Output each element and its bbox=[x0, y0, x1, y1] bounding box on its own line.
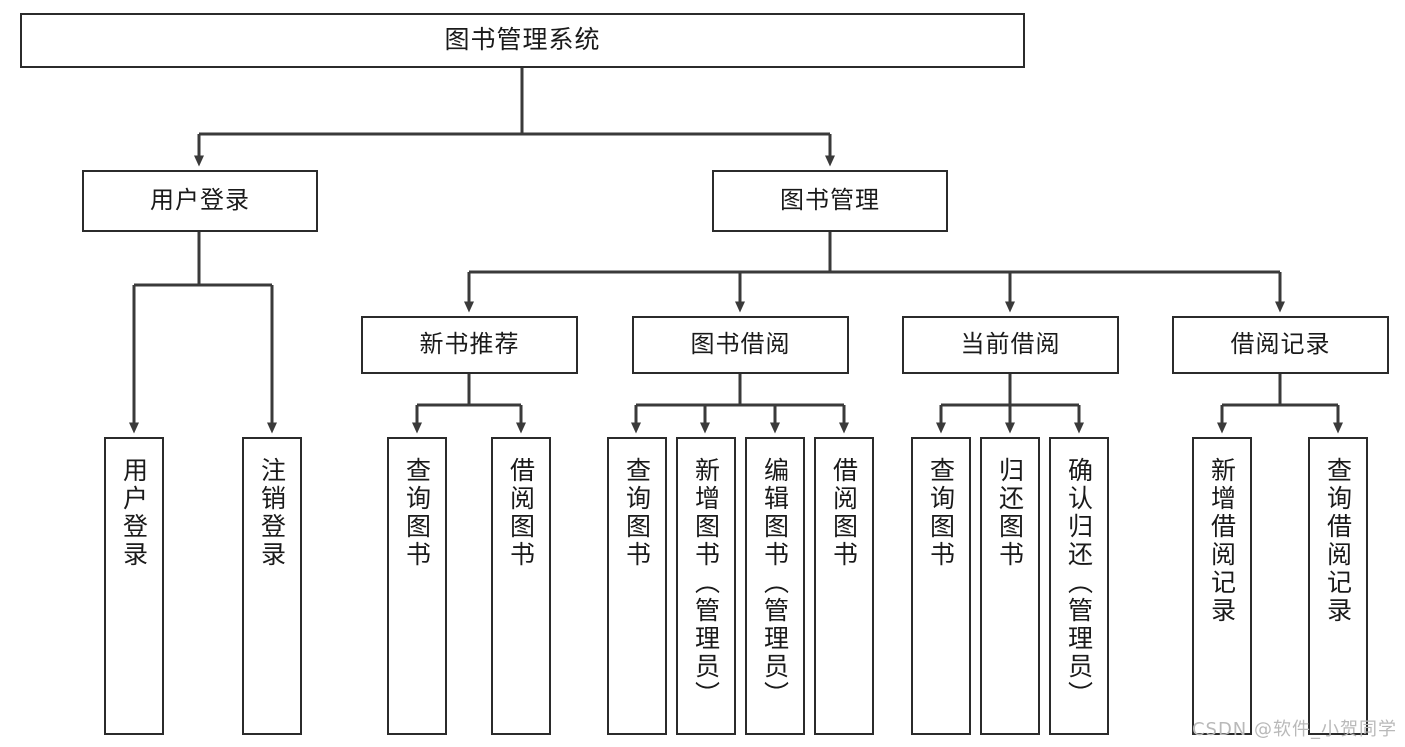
leaf-confirm-return-admin[interactable]: 确认归还（管理员） bbox=[1049, 437, 1109, 735]
node-label: 用户登录 bbox=[150, 186, 250, 215]
node-user-login[interactable]: 用户登录 bbox=[82, 170, 318, 232]
node-label: 新增借阅记录 bbox=[1207, 457, 1237, 625]
node-label: 借阅图书 bbox=[506, 457, 536, 569]
node-label: 新增图书（管理员） bbox=[691, 457, 721, 709]
node-label: 确认归还（管理员） bbox=[1064, 457, 1094, 709]
node-label: 图书借阅 bbox=[690, 330, 791, 359]
node-label: 编辑图书（管理员） bbox=[760, 457, 790, 709]
node-label: 借阅图书 bbox=[829, 457, 859, 569]
node-label: 查询图书 bbox=[622, 457, 652, 569]
node-new-book-recommendation[interactable]: 新书推荐 bbox=[361, 316, 578, 374]
leaf-user-login[interactable]: 用户登录 bbox=[104, 437, 164, 735]
node-book-management[interactable]: 图书管理 bbox=[712, 170, 948, 232]
leaf-logout[interactable]: 注销登录 bbox=[242, 437, 302, 735]
leaf-add-book-admin[interactable]: 新增图书（管理员） bbox=[676, 437, 736, 735]
node-label: 查询图书 bbox=[402, 457, 432, 569]
node-label: 查询图书 bbox=[926, 457, 956, 569]
leaf-add-borrow-record[interactable]: 新增借阅记录 bbox=[1192, 437, 1252, 735]
node-label: 借阅记录 bbox=[1230, 330, 1331, 359]
node-label: 注销登录 bbox=[257, 457, 287, 569]
node-current-borrowing[interactable]: 当前借阅 bbox=[902, 316, 1119, 374]
node-label: 用户登录 bbox=[119, 457, 149, 569]
leaf-borrow-books[interactable]: 借阅图书 bbox=[814, 437, 874, 735]
leaf-return-books[interactable]: 归还图书 bbox=[980, 437, 1040, 735]
leaf-borrow-books-recommend[interactable]: 借阅图书 bbox=[491, 437, 551, 735]
leaf-query-books-borrow[interactable]: 查询图书 bbox=[607, 437, 667, 735]
node-label: 查询借阅记录 bbox=[1323, 457, 1353, 625]
leaf-query-books-recommend[interactable]: 查询图书 bbox=[387, 437, 447, 735]
leaf-query-borrow-record[interactable]: 查询借阅记录 bbox=[1308, 437, 1368, 735]
node-label: 图书管理系统 bbox=[444, 25, 601, 55]
leaf-edit-book-admin[interactable]: 编辑图书（管理员） bbox=[745, 437, 805, 735]
node-label: 图书管理 bbox=[780, 186, 880, 215]
node-root-book-management-system[interactable]: 图书管理系统 bbox=[20, 13, 1025, 68]
node-borrowing-records[interactable]: 借阅记录 bbox=[1172, 316, 1389, 374]
node-label: 归还图书 bbox=[995, 457, 1025, 569]
node-label: 新书推荐 bbox=[419, 330, 520, 359]
leaf-query-books-current[interactable]: 查询图书 bbox=[911, 437, 971, 735]
node-book-borrowing[interactable]: 图书借阅 bbox=[632, 316, 849, 374]
node-label: 当前借阅 bbox=[960, 330, 1061, 359]
